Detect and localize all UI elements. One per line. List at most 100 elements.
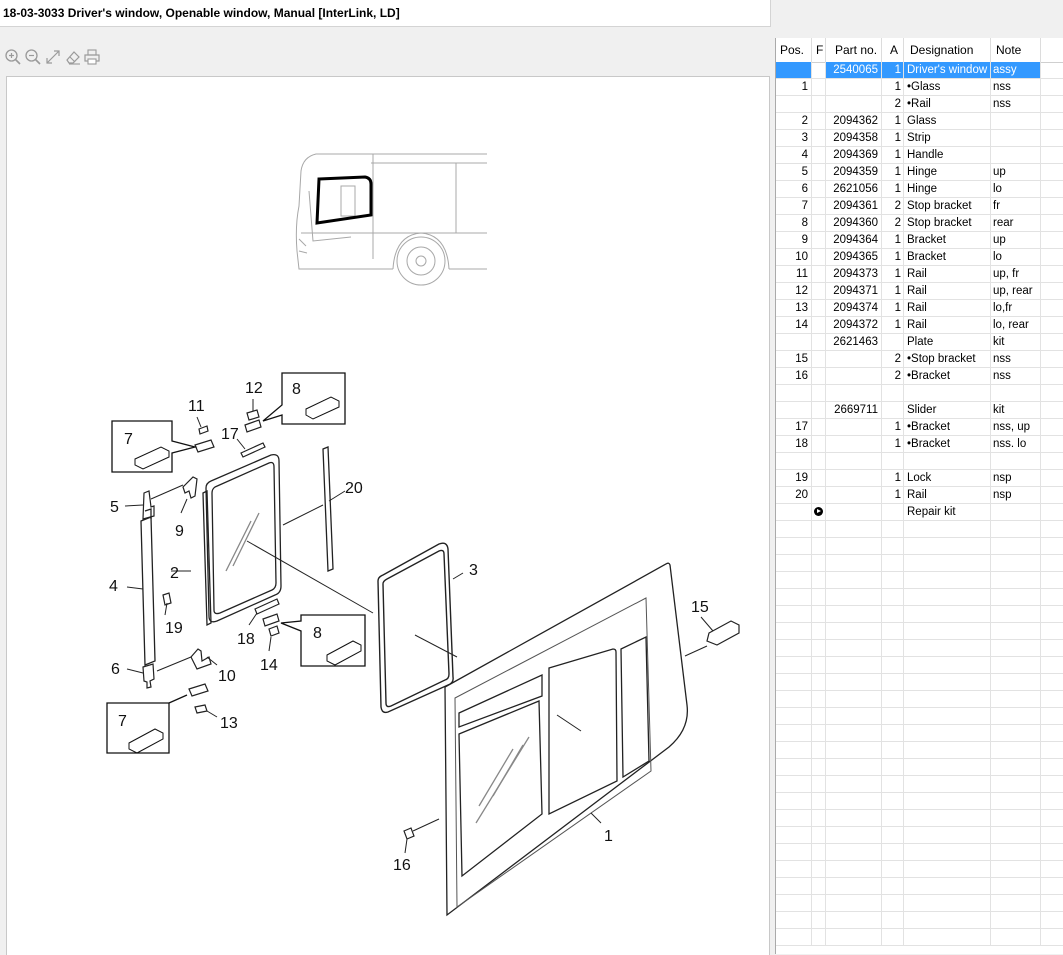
- grid-cell-designation: Rail: [904, 317, 991, 334]
- grid-cell-pad: [1041, 79, 1063, 96]
- table-row[interactable]: [776, 453, 1063, 470]
- table-row[interactable]: [776, 844, 1063, 861]
- grid-cell-note: lo: [991, 249, 1041, 266]
- grid-cell-part-no: 2094373: [826, 266, 882, 283]
- column-header-f[interactable]: F: [812, 38, 826, 62]
- table-row[interactable]: [776, 606, 1063, 623]
- column-header-pos[interactable]: Pos.: [776, 38, 812, 62]
- grid-cell-f: [812, 555, 826, 572]
- table-row[interactable]: [776, 810, 1063, 827]
- grid-cell-part-no: [826, 555, 882, 572]
- table-row[interactable]: [776, 521, 1063, 538]
- grid-cell-qty: [882, 334, 904, 351]
- zoom-in-icon[interactable]: [4, 48, 22, 66]
- grid-cell-pos: 7: [776, 198, 812, 215]
- table-row[interactable]: Repair kit: [776, 504, 1063, 521]
- table-row[interactable]: [776, 827, 1063, 844]
- grid-cell-pad: [1041, 657, 1063, 674]
- grid-cell-part-no: [826, 96, 882, 113]
- grid-cell-designation: [904, 776, 991, 793]
- grid-cell-pos: 4: [776, 147, 812, 164]
- grid-cell-f: [812, 283, 826, 300]
- table-row[interactable]: [776, 878, 1063, 895]
- grid-cell-pos: 10: [776, 249, 812, 266]
- arrow-right-circle-icon[interactable]: [814, 507, 823, 516]
- expand-icon[interactable]: [44, 48, 62, 66]
- part-rail-small-a: [244, 419, 262, 433]
- table-row[interactable]: [776, 657, 1063, 674]
- grid-cell-designation: [904, 538, 991, 555]
- table-row[interactable]: [776, 929, 1063, 946]
- table-row[interactable]: [776, 895, 1063, 912]
- table-row[interactable]: [776, 589, 1063, 606]
- grid-cell-pos: [776, 708, 812, 725]
- grid-cell-pad: [1041, 436, 1063, 453]
- grid-cell-qty: 1: [882, 249, 904, 266]
- column-header-note[interactable]: Note: [991, 38, 1041, 62]
- grid-cell-pos: [776, 589, 812, 606]
- table-row[interactable]: [776, 759, 1063, 776]
- grid-cell-qty: [882, 504, 904, 521]
- title-bar: 18-03-3033 Driver's window, Openable win…: [0, 0, 771, 27]
- grid-cell-qty: 1: [882, 164, 904, 181]
- grid-cell-designation: Repair kit: [904, 504, 991, 521]
- table-row[interactable]: [776, 385, 1063, 402]
- column-header-part-no[interactable]: Part no.: [826, 38, 882, 62]
- table-row[interactable]: [776, 640, 1063, 657]
- table-row[interactable]: [776, 793, 1063, 810]
- table-row[interactable]: [776, 674, 1063, 691]
- zoom-out-icon[interactable]: [24, 48, 42, 66]
- grid-cell-designation: •Bracket: [904, 436, 991, 453]
- table-row[interactable]: [776, 555, 1063, 572]
- printer-icon[interactable]: [83, 48, 101, 66]
- callout-5: 5: [110, 499, 119, 516]
- grid-cell-qty: 1: [882, 130, 904, 147]
- table-row[interactable]: [776, 725, 1063, 742]
- grid-cell-note: [991, 147, 1041, 164]
- grid-cell-note: assy: [991, 62, 1041, 79]
- grid-cell-pos: [776, 929, 812, 946]
- table-row[interactable]: [776, 912, 1063, 929]
- table-row[interactable]: [776, 538, 1063, 555]
- grid-cell-part-no: [826, 368, 882, 385]
- grid-cell-pos: [776, 504, 812, 521]
- grid-cell-pad: [1041, 232, 1063, 249]
- table-row[interactable]: [776, 572, 1063, 589]
- table-row[interactable]: [776, 623, 1063, 640]
- parts-drawing[interactable]: 1 2 3 4 5 6 7 7 8 8 9 10 11 12 13 14 15 …: [6, 76, 770, 955]
- parts-list-grid[interactable]: Pos. F Part no. A Designation Note 25400…: [775, 38, 1063, 954]
- table-row[interactable]: [776, 708, 1063, 725]
- table-row[interactable]: [776, 691, 1063, 708]
- table-row[interactable]: [776, 776, 1063, 793]
- column-header-a[interactable]: A: [882, 38, 904, 62]
- grid-cell-part-no: 2621463: [826, 334, 882, 351]
- table-row[interactable]: [776, 861, 1063, 878]
- column-header-designation[interactable]: Designation: [904, 38, 991, 62]
- table-row[interactable]: [776, 742, 1063, 759]
- eraser-icon[interactable]: [64, 48, 82, 66]
